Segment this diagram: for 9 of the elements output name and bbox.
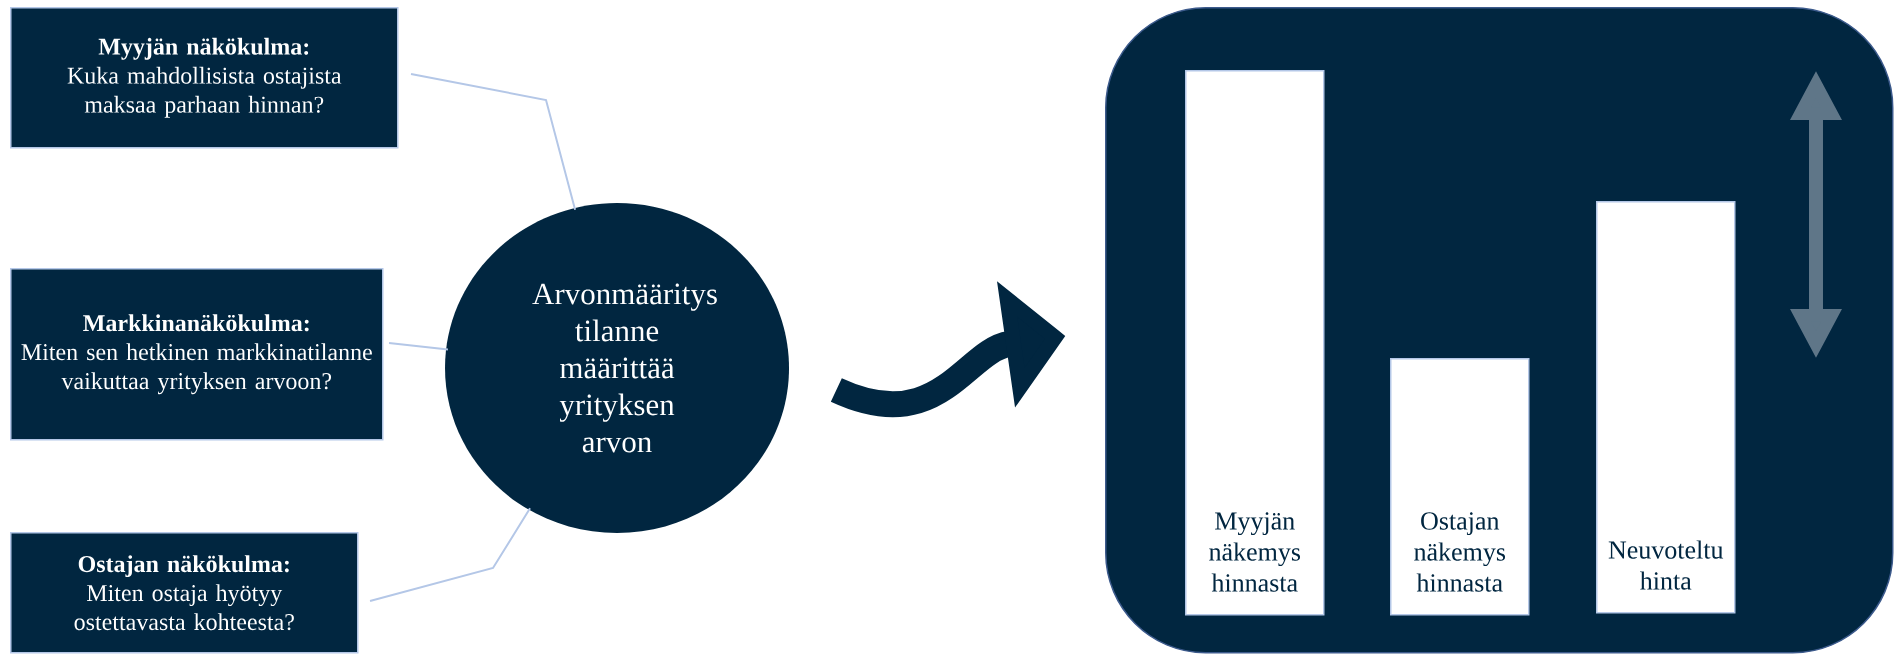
perspective-box: Myyjän näkökulma: Kuka mahdollisista ostajista maksaa parhaan hinnan?: [10, 7, 399, 149]
leader-line: [388, 342, 449, 351]
perspective-box: Ostajan näkökulma: Miten ostaja hyötyy ostettavasta kohteesta?: [10, 532, 359, 654]
leader-line: [369, 507, 532, 602]
price-bar: Myyjän näkemys hinnasta: [1185, 70, 1325, 616]
price-bar: Neuvoteltu hinta: [1596, 201, 1736, 614]
perspective-box: Markkinanäkökulma: Miten sen hetkinen markkinatilanne vaikuttaa yrityksen arvoon?: [10, 268, 384, 441]
leader-line: [410, 73, 577, 211]
price-bar: Ostajan näkemys hinnasta: [1390, 358, 1530, 616]
